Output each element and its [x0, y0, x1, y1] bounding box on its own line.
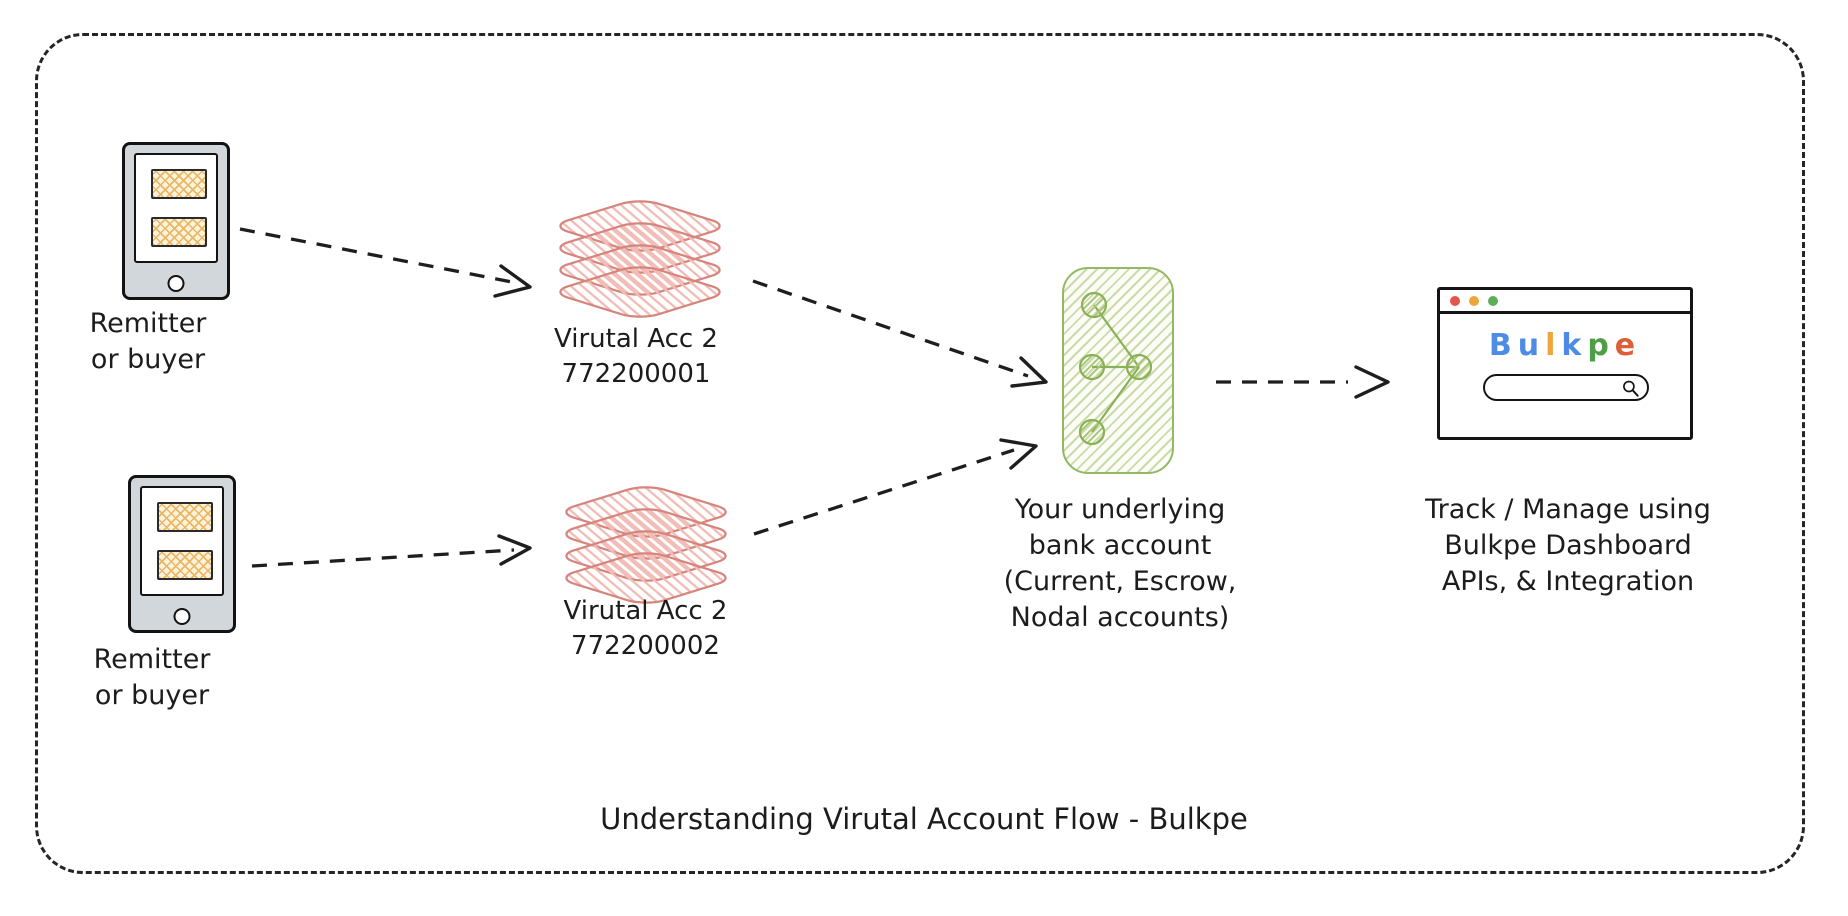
logo-letter: u: [1517, 328, 1546, 363]
virtual-account-label-2: Virutal Acc 2 772200002: [528, 594, 763, 664]
phone-screen: [134, 153, 218, 263]
logo-letter: l: [1545, 328, 1562, 363]
magnifier-icon: [1623, 380, 1639, 397]
traffic-light-green-icon: [1488, 295, 1498, 306]
dashboard-caption: Track / Manage using Bulkpe Dashboard AP…: [1412, 492, 1724, 600]
remitter-label-line2: or buyer: [94, 680, 210, 711]
browser-titlebar: [1440, 290, 1690, 314]
remitter-phone-icon-2: [128, 475, 236, 633]
remitter-label-line1: Remitter: [89, 308, 207, 339]
dashboard-caption-line3: APIs, & Integration: [1441, 566, 1695, 597]
phone-home-button-icon: [167, 275, 185, 292]
phone-content-block: [157, 502, 213, 532]
remitter-label-line2: or buyer: [90, 344, 206, 375]
bulkpe-logo: Bulkpe: [1440, 328, 1690, 363]
virtual-account-label-1: Virutal Acc 2 772200001: [521, 322, 751, 392]
diagram-title: Understanding Virutal Account Flow - Bul…: [600, 802, 1248, 836]
virtual-account-number: 772200002: [571, 631, 720, 661]
logo-letter: k: [1561, 328, 1588, 363]
remitter-label-1: Remitter or buyer: [58, 306, 238, 378]
logo-letter: B: [1488, 328, 1518, 363]
phone-content-block: [151, 169, 207, 199]
remitter-label-line1: Remitter: [93, 644, 211, 675]
virtual-account-number: 772200001: [561, 359, 711, 389]
search-bar[interactable]: [1483, 374, 1649, 401]
phone-screen: [140, 486, 224, 596]
traffic-light-red-icon: [1450, 295, 1460, 306]
bank-label-line3: (Current, Escrow,: [1003, 566, 1237, 597]
bank-label-line2: bank account: [1028, 530, 1212, 561]
remitter-label-2: Remitter or buyer: [62, 642, 242, 714]
dashboard-caption-line2: Bulkpe Dashboard: [1444, 530, 1692, 561]
traffic-light-yellow-icon: [1469, 295, 1479, 306]
dashboard-caption-line1: Track / Manage using: [1425, 494, 1711, 525]
phone-home-button-icon: [173, 608, 191, 625]
logo-letter: p: [1587, 328, 1615, 363]
virtual-account-name: Virutal Acc 2: [563, 596, 728, 626]
phone-content-block: [151, 217, 207, 247]
phone-content-block: [157, 550, 213, 580]
logo-letter: e: [1614, 328, 1642, 363]
diagram-dashed-border: [35, 33, 1805, 874]
bank-account-label: Your underlying bank account (Current, E…: [992, 492, 1248, 636]
bank-label-line4: Nodal accounts): [1010, 602, 1230, 633]
bank-label-line1: Your underlying: [1014, 494, 1226, 525]
virtual-account-name: Virutal Acc 2: [554, 324, 718, 354]
virtual-account-layers-icon-1: [540, 196, 740, 330]
network-nodes-icon: [1078, 291, 1153, 446]
bank-account-box: [1062, 267, 1174, 474]
browser-window: Bulkpe: [1437, 287, 1693, 440]
remitter-phone-icon-1: [122, 142, 230, 300]
virtual-account-layers-icon-2: [546, 482, 746, 616]
